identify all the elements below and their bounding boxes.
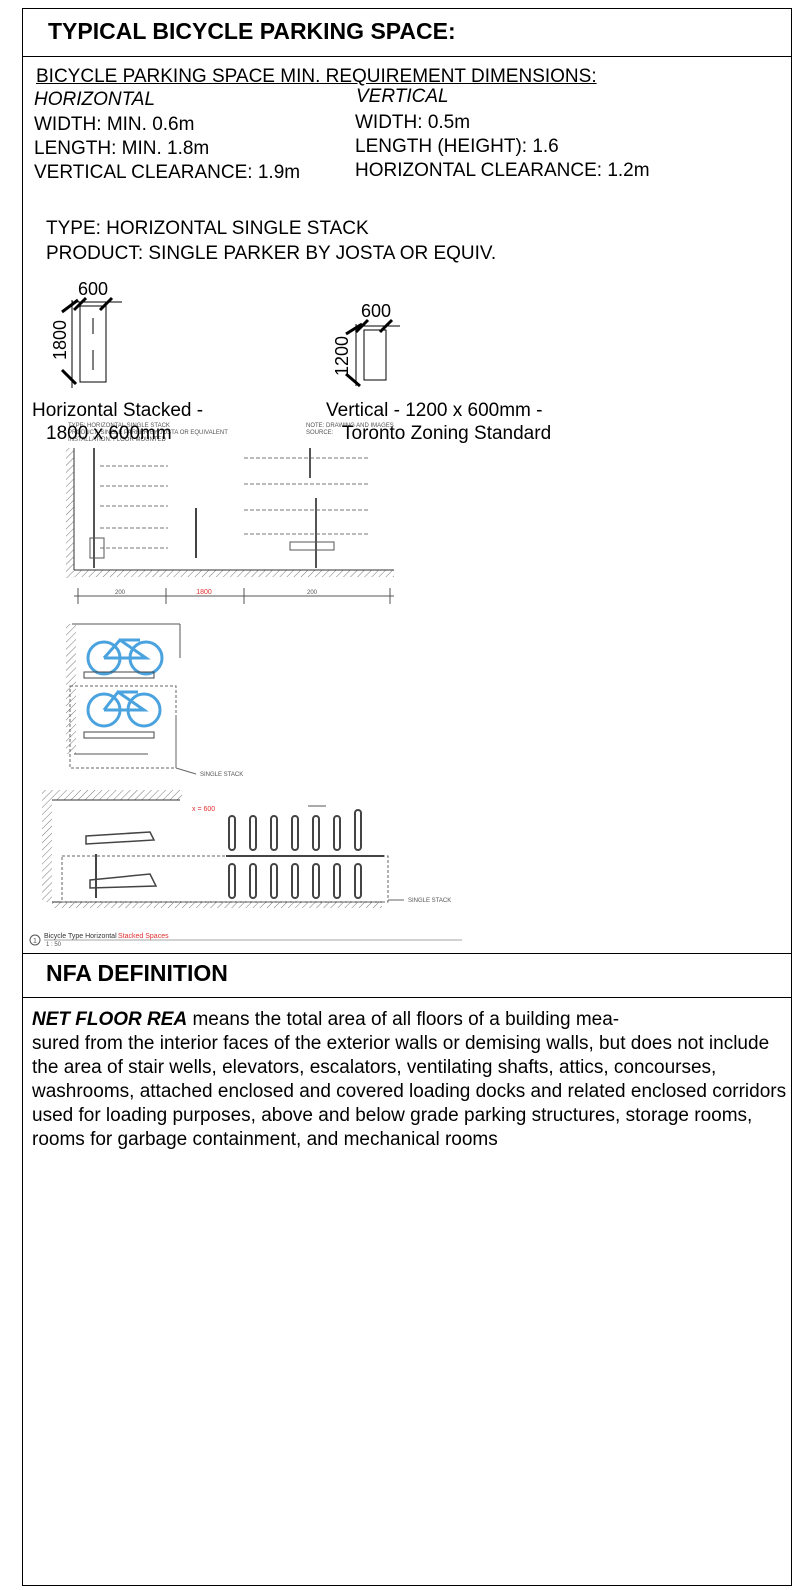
horizontal-length-dim: 1800: [50, 320, 70, 360]
note-source: SOURCE:: [306, 430, 334, 436]
vertical-clearance: HORIZONTAL CLEARANCE: 1.2m: [355, 160, 650, 181]
nfa-definition-text: means the total area of all floors of a …: [32, 1009, 787, 1150]
horizontal-space-diagram: 600 1800: [50, 279, 122, 388]
bike-stack-elevation: SINGLE STACK: [66, 623, 243, 778]
vertical-width: WIDTH: 0.5m: [355, 112, 471, 133]
elevation-upper: 200 1800 200: [66, 448, 394, 604]
dim-mid: 1800: [196, 589, 212, 596]
vertical-length-dim: 1200: [332, 336, 352, 376]
dim-right: 200: [307, 590, 318, 596]
note-type: TYPE: HORIZONTAL SINGLE STACK: [68, 423, 170, 429]
vertical-length: LENGTH (HEIGHT): 1.6: [355, 136, 559, 157]
nfa-heading: NFA DEFINITION: [46, 960, 228, 986]
divider: [22, 953, 792, 954]
note-product: PRODUCT: SINGLE PARKER BY JOSTA OR EQUIV…: [68, 430, 228, 436]
x-dimension: x = 600: [192, 806, 215, 813]
vertical-racks: [228, 809, 362, 899]
detail-scale: 1 : 50: [46, 942, 62, 948]
detail-number: 1: [33, 938, 37, 945]
horizontal-caption-line1: Horizontal Stacked -: [32, 400, 204, 421]
vertical-caption-line2: Toronto Zoning Standard: [342, 423, 552, 444]
horizontal-clearance: VERTICAL CLEARANCE: 1.9m: [34, 162, 301, 183]
elevation-lower: x = 600 SINGLE STACK: [42, 790, 451, 908]
horizontal-width: WIDTH: MIN. 0.6m: [34, 114, 195, 135]
vertical-width-dim: 600: [361, 301, 391, 321]
horizontal-width-dim: 600: [78, 279, 108, 299]
vertical-label: VERTICAL: [356, 86, 449, 107]
bike-upper: [86, 638, 164, 676]
note-drawing: NOTE: DRAWING AND IMAGES: [306, 423, 394, 429]
detail-title: 1 Bicycle Type Horizontal Stacked Spaces…: [29, 933, 462, 948]
divider: [22, 997, 792, 998]
dim-left: 200: [115, 590, 126, 596]
bike-lower: [86, 689, 162, 728]
divider: [22, 56, 792, 57]
single-stack-label-2: SINGLE STACK: [408, 898, 451, 904]
vertical-caption-line1: Vertical - 1200 x 600mm -: [326, 400, 543, 421]
single-stack-label-1: SINGLE STACK: [200, 772, 243, 778]
nfa-term: NET FLOOR REA: [32, 1009, 188, 1030]
detail-title-b: Stacked Spaces: [118, 933, 169, 940]
page-title: TYPICAL BICYCLE PARKING SPACE:: [48, 18, 456, 44]
horizontal-length: LENGTH: MIN. 1.8m: [34, 138, 210, 159]
sheet-frame: [22, 8, 792, 1586]
requirements-heading: BICYCLE PARKING SPACE MIN. REQUIREMENT D…: [36, 66, 597, 87]
horizontal-caption-line2: 1800 x 600mm: [46, 423, 172, 444]
bike-parking-detail-drawing: TYPE: HORIZONTAL SINGLE STACK PRODUCT: S…: [29, 423, 462, 948]
product-line: PRODUCT: SINGLE PARKER BY JOSTA OR EQUIV…: [46, 243, 497, 264]
horizontal-label: HORIZONTAL: [34, 89, 156, 110]
nfa-definition: NET FLOOR REA means the total area of al…: [32, 1008, 792, 1152]
detail-title-a: Bicycle Type Horizontal: [44, 933, 117, 940]
note-install: INSTALLATION: FLOOR MOUNTED: [68, 437, 166, 443]
space-dimension-diagrams: 600 1800 600 1200: [50, 279, 400, 388]
type-line: TYPE: HORIZONTAL SINGLE STACK: [46, 218, 369, 239]
vertical-space-diagram: 600 1200: [332, 301, 400, 388]
